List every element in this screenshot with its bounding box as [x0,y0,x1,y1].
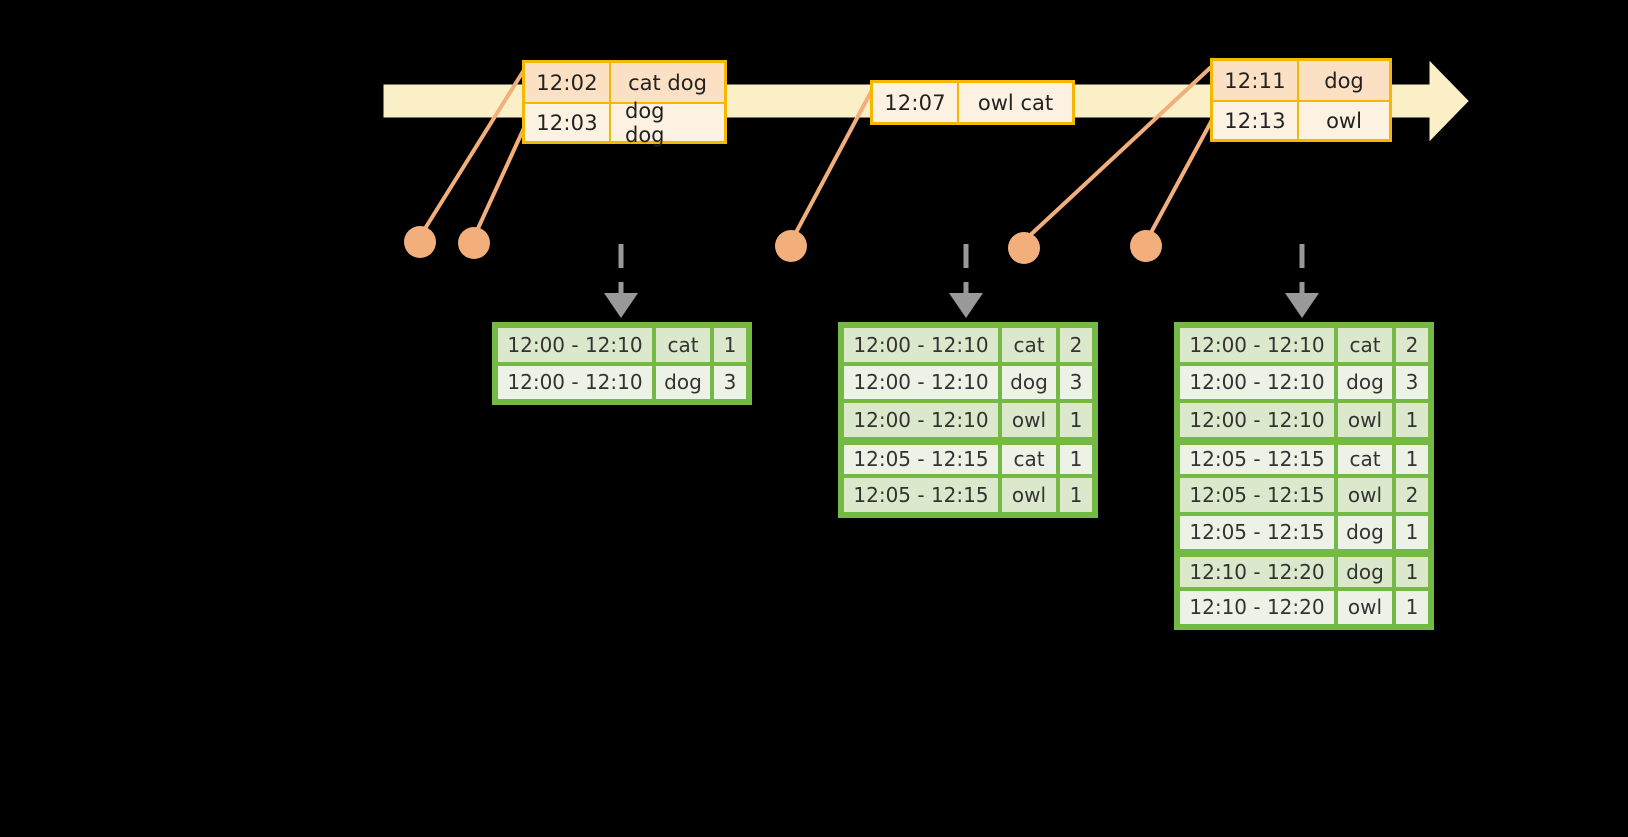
event-row[interactable]: 12:03 dog dog [525,99,724,147]
connector-1207 [790,88,874,242]
word-key-cell: dog [1336,513,1394,551]
event-time: 12:13 [1213,102,1299,139]
emit-arrows [604,244,1319,318]
word-key-cell: cat [1000,326,1058,364]
word-key-cell: dog [1000,363,1058,401]
event-dot-1213 [1130,230,1162,262]
connector-1203 [473,126,526,237]
word-key-cell: dog [654,363,712,401]
word-key-cell: owl [1000,476,1058,514]
count-cell: 1 [1394,442,1430,476]
window-range-cell: 12:05 - 12:15 [1178,513,1336,551]
emit-arrow-3-head [1285,293,1319,318]
window-range-cell: 12:00 - 12:10 [842,363,1000,401]
event-dot-1211 [1008,232,1040,264]
emit-arrow-2-head [949,293,983,318]
event-row[interactable]: 12:02 cat dog [525,63,724,102]
word-key-cell: owl [1336,476,1394,514]
count-cell: 1 [1394,513,1430,551]
event-box-group-3[interactable]: 12:11 dog 12:13 owl [1210,58,1392,142]
window-range-cell: 12:00 - 12:10 [1178,401,1336,439]
count-cell: 2 [1394,326,1430,364]
window-range-cell: 12:05 - 12:15 [842,442,1000,476]
count-cell: 1 [1058,442,1094,476]
count-cell: 2 [1394,476,1430,514]
window-range-cell: 12:00 - 12:10 [496,363,654,401]
event-words: dog [1299,61,1389,100]
count-cell: 1 [712,326,748,364]
window-range-cell: 12:05 - 12:15 [1178,442,1336,476]
word-key-cell: owl [1336,401,1394,439]
window-range-cell: 12:00 - 12:10 [1178,326,1336,364]
connector-1202 [419,68,526,237]
count-cell: 1 [1058,476,1094,514]
event-time: 12:02 [525,63,611,102]
emit-arrow-1-head [604,293,638,318]
window-range-cell: 12:10 - 12:20 [1178,588,1336,626]
event-row[interactable]: 12:13 owl [1213,100,1389,139]
word-key-cell: owl [1000,401,1058,439]
count-cell: 1 [1058,401,1094,439]
event-time: 12:03 [525,104,611,141]
event-dot-1207 [775,230,807,262]
event-dots [404,226,1162,264]
window-range-cell: 12:00 - 12:10 [842,326,1000,364]
event-words: dog dog [611,99,724,147]
event-time: 12:07 [873,83,959,122]
event-dot-1203 [458,227,490,259]
event-time: 12:11 [1213,61,1299,100]
count-cell: 3 [712,363,748,401]
word-key-cell: cat [1000,442,1058,476]
window-range-cell: 12:00 - 12:10 [496,326,654,364]
word-key-cell: dog [1336,555,1394,589]
window-range-cell: 12:05 - 12:15 [1178,476,1336,514]
window-range-cell: 12:10 - 12:20 [1178,555,1336,589]
event-box-group-1[interactable]: 12:02 cat dog 12:03 dog dog [522,60,727,147]
count-cell: 1 [1394,401,1430,439]
count-cell: 1 [1394,555,1430,589]
word-key-cell: cat [1336,442,1394,476]
event-row[interactable]: 12:07 owl cat [873,83,1072,122]
window-range-cell: 12:00 - 12:10 [842,401,1000,439]
window-range-cell: 12:00 - 12:10 [1178,363,1336,401]
count-cell: 2 [1058,326,1094,364]
window-range-cell: 12:05 - 12:15 [842,476,1000,514]
event-dot-1202 [404,226,436,258]
count-cell: 3 [1394,363,1430,401]
event-row[interactable]: 12:11 dog [1213,61,1389,100]
event-words: owl cat [959,83,1072,122]
word-key-cell: owl [1336,588,1394,626]
event-words: cat dog [611,63,724,102]
word-key-cell: cat [654,326,712,364]
event-box-group-2[interactable]: 12:07 owl cat [870,80,1075,125]
word-key-cell: dog [1336,363,1394,401]
connector-1213 [1145,118,1214,242]
event-words: owl [1299,102,1389,139]
word-key-cell: cat [1336,326,1394,364]
count-cell: 3 [1058,363,1094,401]
count-cell: 1 [1394,588,1430,626]
